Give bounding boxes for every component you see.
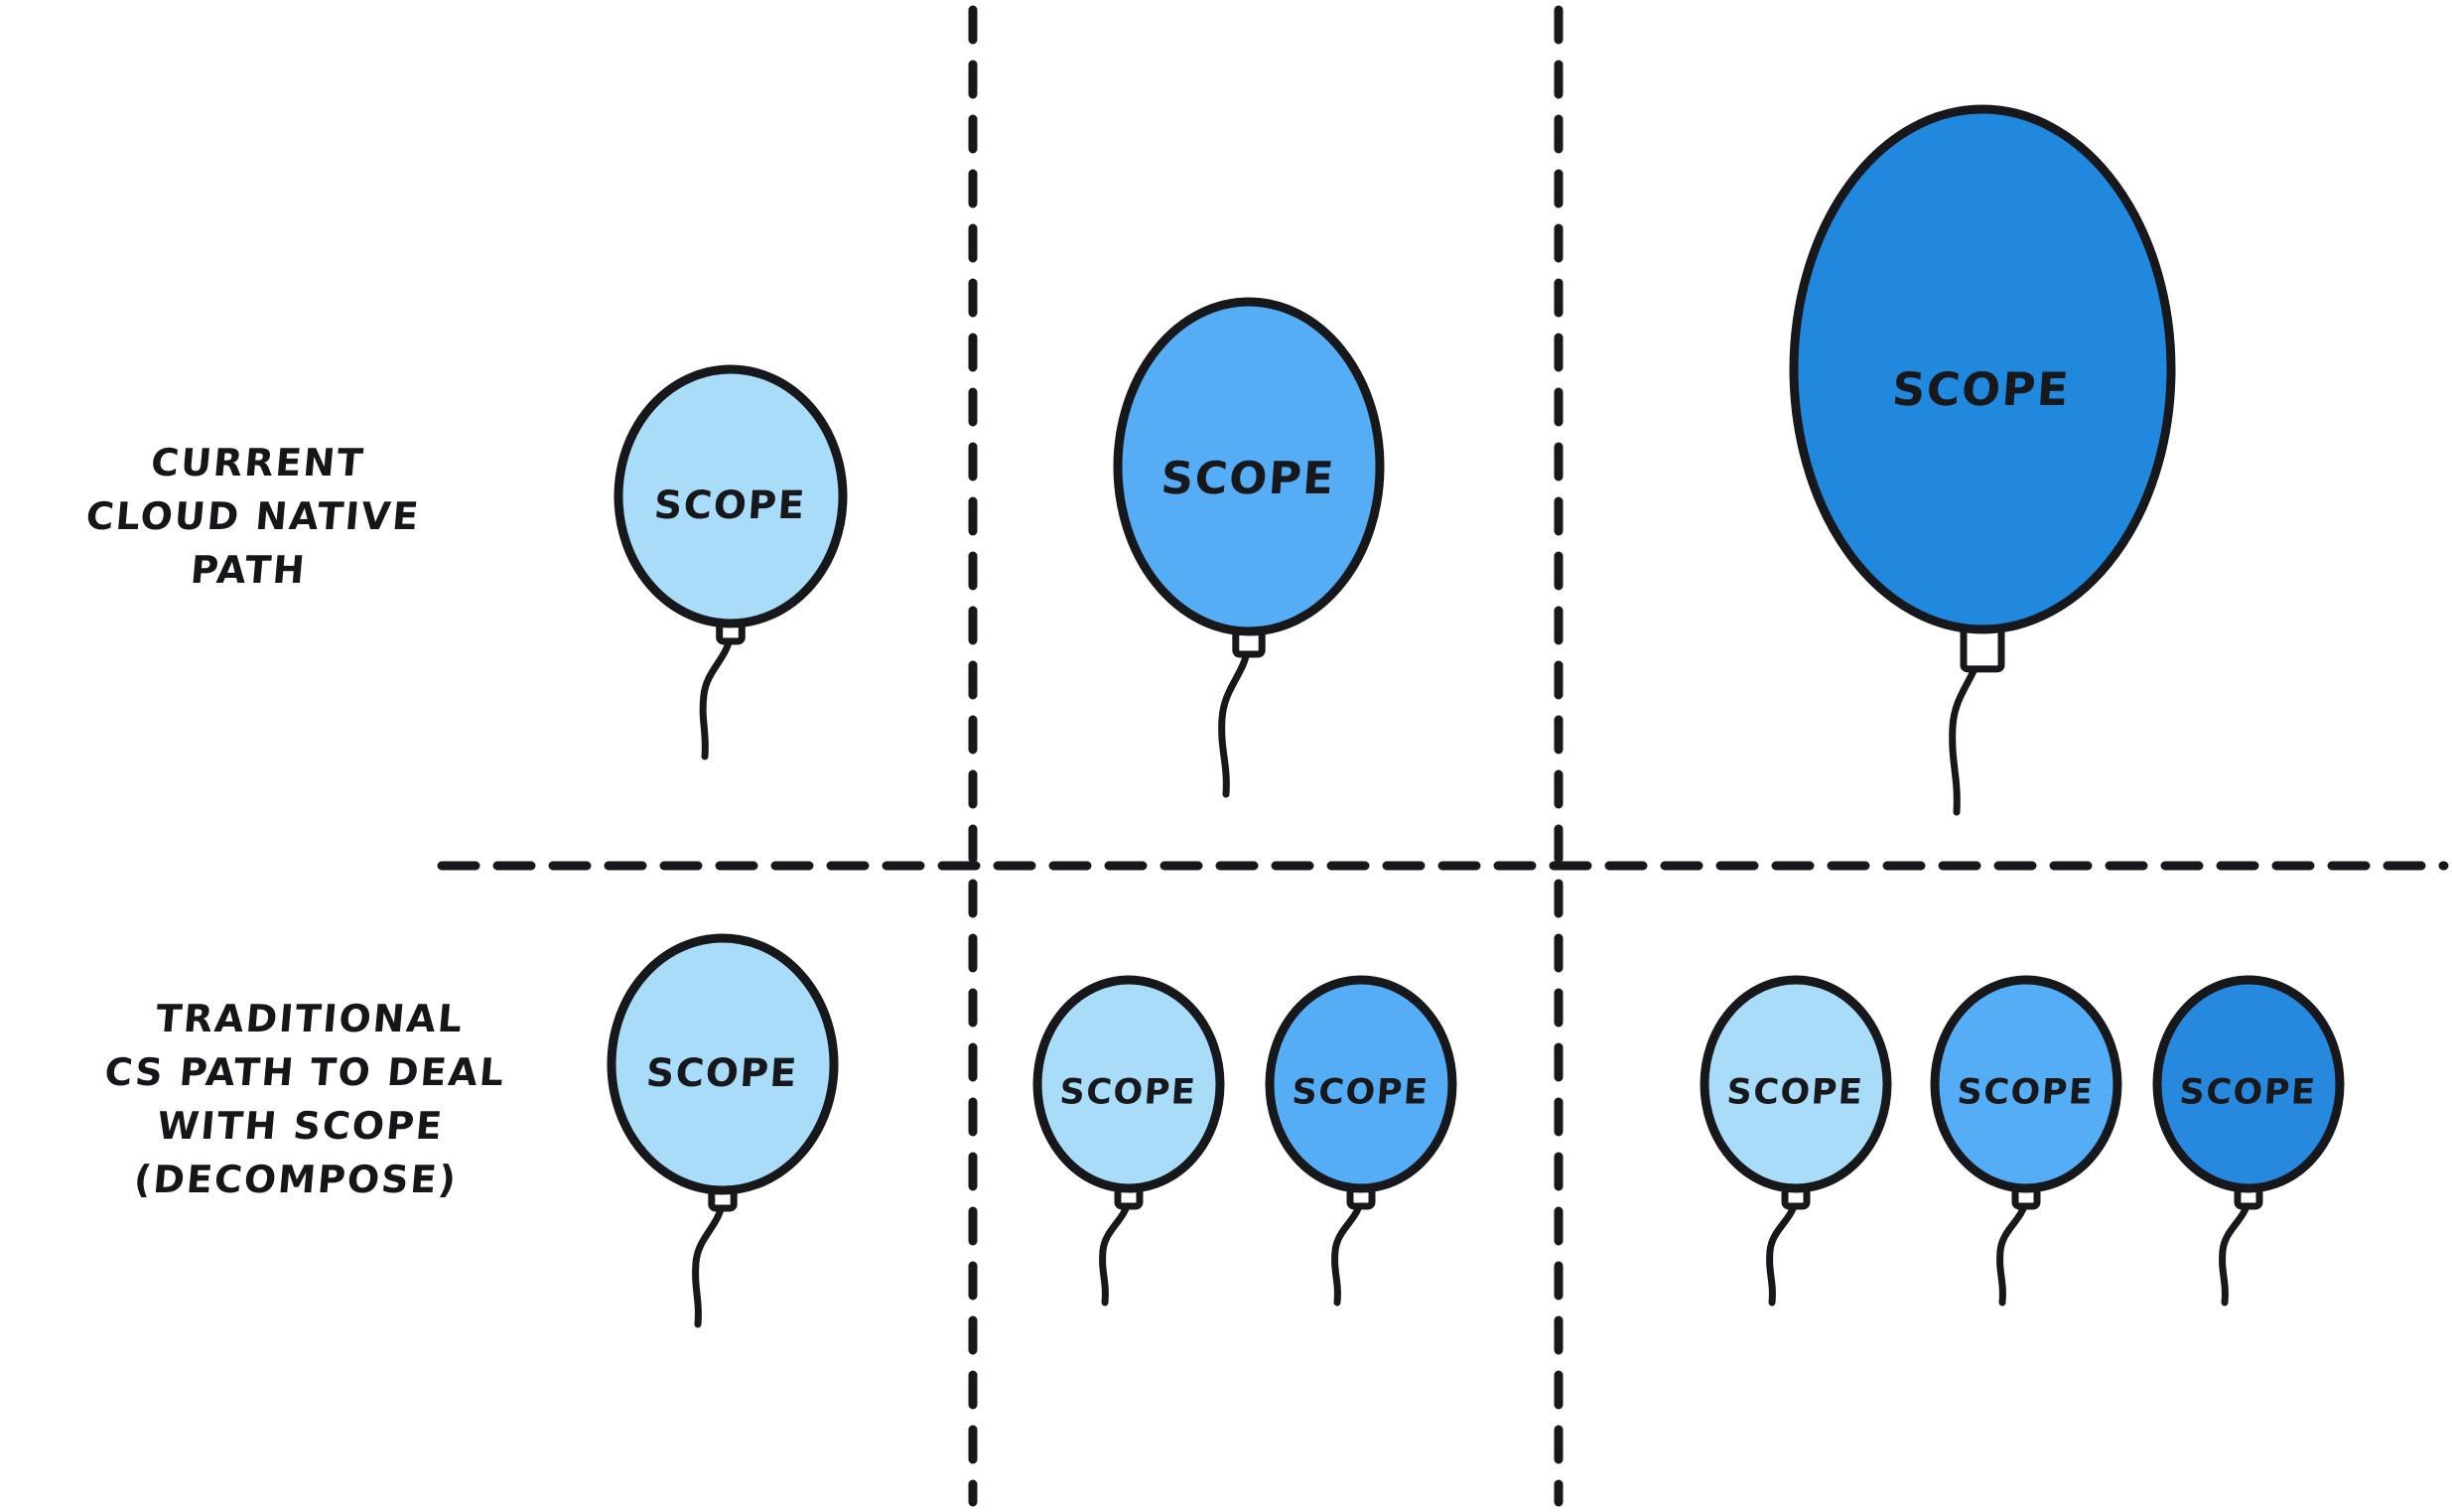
balloon-string — [692, 1197, 727, 1328]
balloon-label: SCOPE — [1956, 1071, 2096, 1112]
balloon[interactable]: SCOPE — [1930, 975, 2122, 1306]
balloon-body[interactable] — [613, 364, 848, 628]
balloon-label: SCOPE — [1291, 1071, 1430, 1112]
balloon-body[interactable] — [1265, 975, 1457, 1193]
balloon[interactable]: SCOPE — [1700, 975, 1892, 1306]
balloon[interactable]: SCOPE — [607, 933, 839, 1328]
balloon[interactable]: SCOPE — [613, 364, 848, 760]
balloon[interactable]: SCOPE — [1032, 975, 1225, 1306]
balloon[interactable]: SCOPE — [1113, 297, 1385, 798]
balloon-string — [1766, 1195, 1800, 1306]
balloon-string — [1996, 1195, 2030, 1306]
balloon-body[interactable] — [1700, 975, 1892, 1193]
balloon-label: SCOPE — [2178, 1071, 2318, 1112]
balloon-body[interactable] — [1789, 104, 2176, 634]
balloon-string — [1099, 1195, 1133, 1306]
balloon[interactable]: SCOPE — [2152, 975, 2345, 1306]
balloon-body[interactable] — [2152, 975, 2345, 1193]
balloon-string — [1218, 639, 1253, 798]
dividers-layer — [437, 5, 2449, 1507]
balloon-label: SCOPE — [652, 483, 807, 528]
balloon-label: SCOPE — [645, 1051, 800, 1096]
balloon[interactable]: SCOPE — [1265, 975, 1457, 1306]
balloon-body[interactable] — [1032, 975, 1225, 1193]
balloon-label: SCOPE — [1725, 1071, 1865, 1112]
balloon-body[interactable] — [607, 933, 839, 1195]
balloon-label: SCOPE — [1890, 362, 2071, 416]
balloon[interactable]: SCOPE — [1789, 104, 2176, 816]
balloon-body[interactable] — [1113, 297, 1385, 636]
balloons-layer: SCOPE SCOPE SCOPE SCOPE SCOPE SCOPE SCOPE SCOPE… — [607, 104, 2345, 1328]
balloon-string — [1331, 1195, 1365, 1306]
balloon-string — [699, 629, 735, 760]
balloon-string — [2219, 1195, 2252, 1306]
balloon-body[interactable] — [1930, 975, 2122, 1193]
balloon-label: SCOPE — [1159, 452, 1337, 504]
balloon-label: SCOPE — [1058, 1071, 1198, 1112]
